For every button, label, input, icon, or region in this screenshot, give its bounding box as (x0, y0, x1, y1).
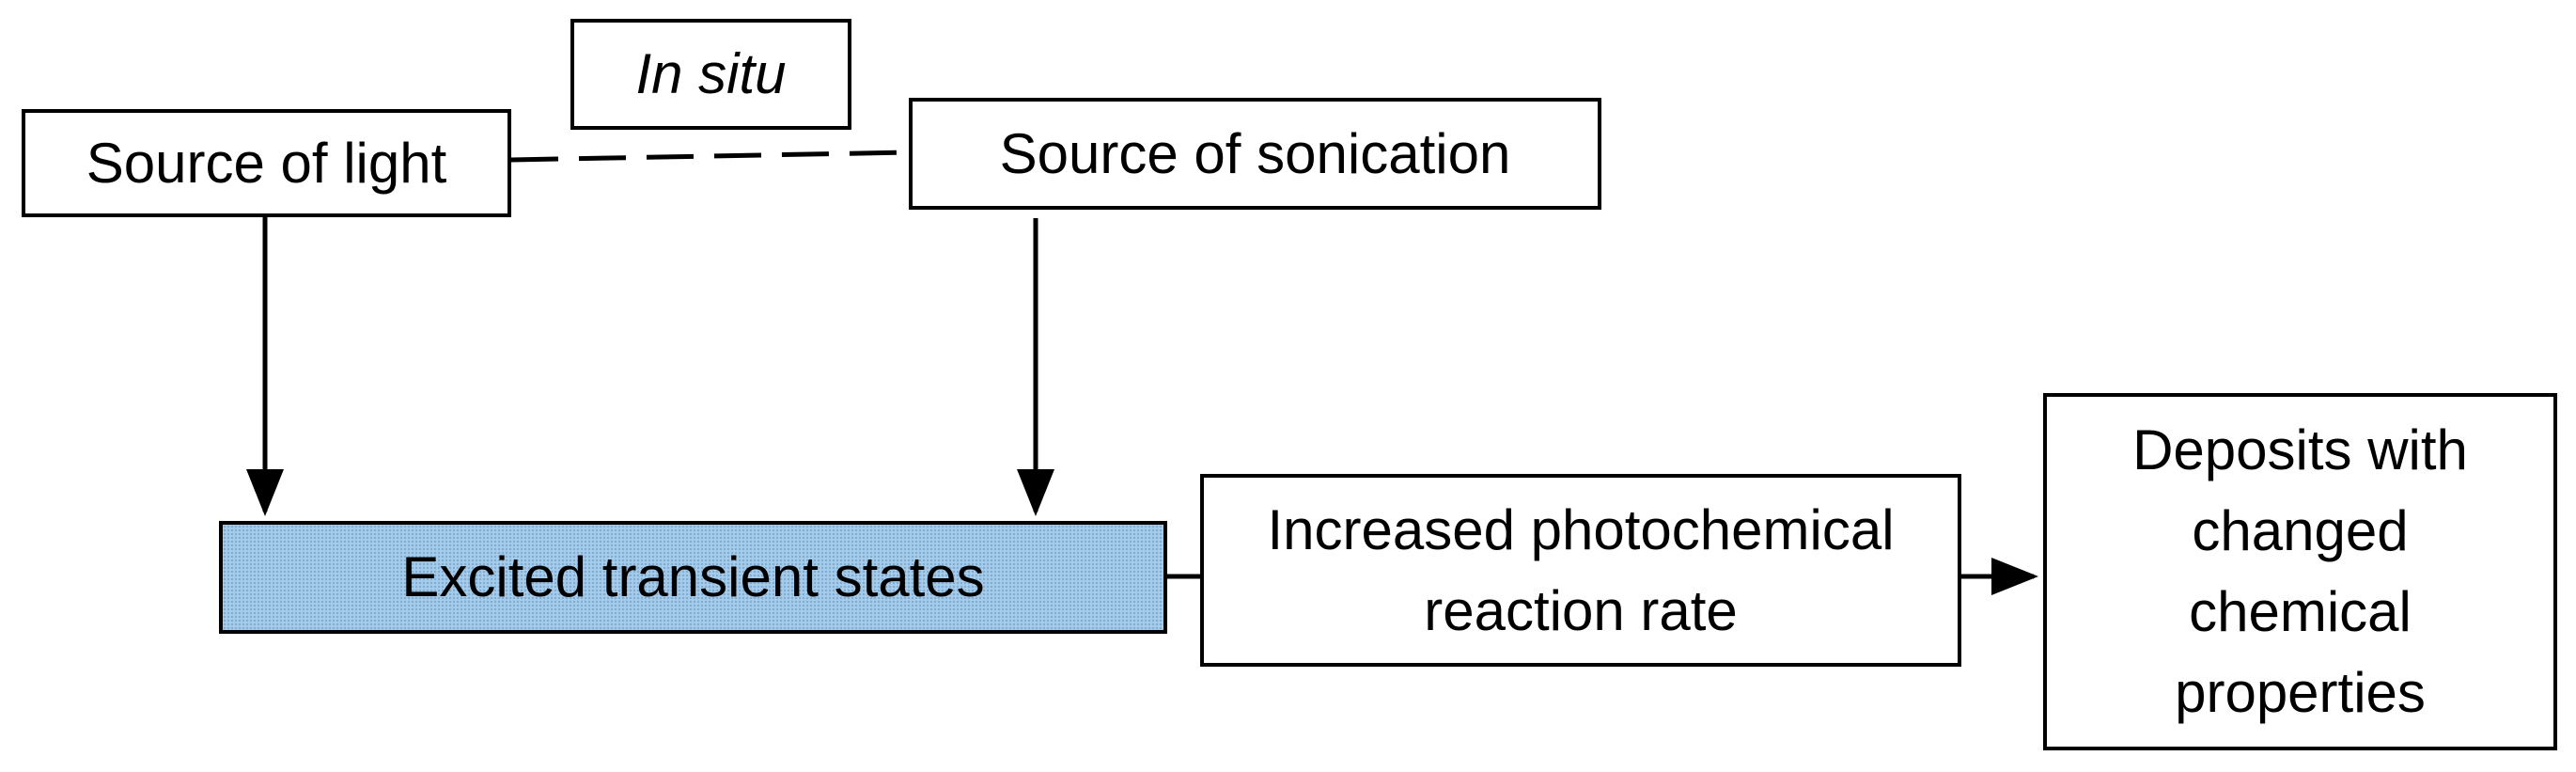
excited-transient-states-label: Excited transient states (401, 545, 985, 609)
in-situ-box: In situ (570, 19, 851, 130)
deposits-line-3: chemical (2189, 580, 2412, 643)
in-situ-label: In situ (635, 42, 787, 106)
increased-reaction-rate-line-1: Increased photochemical (1267, 497, 1895, 561)
increased-reaction-rate-line-2: reaction rate (1424, 578, 1738, 642)
excited-transient-states-box: Excited transient states (219, 521, 1167, 634)
source-of-sonication-box: Source of sonication (909, 98, 1601, 210)
source-of-light-label: Source of light (86, 131, 447, 195)
deposits-line-2: changed (2192, 499, 2409, 563)
deposits-box: Deposits with changed chemical propertie… (2043, 393, 2557, 750)
deposits-line-4: properties (2175, 660, 2426, 724)
deposits-line-1: Deposits with (2132, 418, 2468, 482)
source-of-sonication-label: Source of sonication (999, 121, 1511, 185)
increased-reaction-rate-box: Increased photochemical reaction rate (1200, 474, 1961, 667)
source-of-light-box: Source of light (22, 109, 511, 217)
dashed-link-light-sonication (510, 150, 910, 163)
